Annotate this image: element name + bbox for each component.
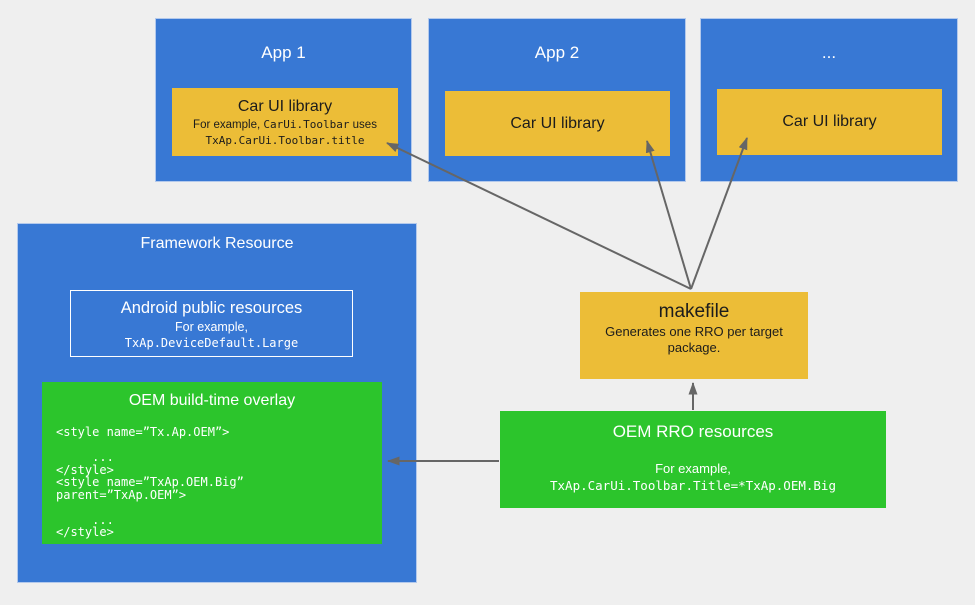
app1-example-suffix: uses: [349, 118, 377, 131]
makefile-title: makefile: [658, 301, 730, 322]
app1-carui-library-title: Car UI library: [237, 97, 333, 115]
oem-build-time-overlay-title: OEM build-time overlay: [128, 392, 296, 409]
app1-carui-library-example: For example, CarUi.Toolbar uses: [193, 117, 377, 133]
android-public-resources-example-code: TxAp.DeviceDefault.Large: [124, 336, 299, 350]
oem-rro-resources-title: OEM RRO resources: [612, 422, 774, 441]
app1-title: App 1: [261, 43, 306, 62]
oem-rro-example-code: TxAp.CarUi.Toolbar.Title=*TxAp.OEM.Big: [550, 478, 836, 493]
framework-resource-title: Framework Resource: [140, 235, 294, 252]
makefile-subtitle: Generates one RRO per target package.: [605, 324, 783, 355]
app-ellipsis-carui-library-title: Car UI library: [782, 113, 877, 130]
android-public-resources-example-label: For example,: [175, 320, 248, 334]
oem-rro-example-label: For example,: [655, 461, 731, 476]
oem-rro-resources-box: OEM RRO resources For example, TxAp.CarU…: [500, 411, 886, 508]
android-public-resources-title: Android public resources: [120, 299, 303, 317]
app-ellipsis-title: ...: [821, 43, 837, 62]
android-public-resources-box: Android public resources For example, Tx…: [70, 290, 353, 357]
app2-title: App 2: [534, 43, 580, 62]
app1-example-prefix: For example,: [193, 118, 264, 131]
oem-build-time-overlay-box: OEM build-time overlay <style name=”Tx.A…: [42, 382, 382, 544]
oem-build-time-overlay-code: <style name=”Tx.Ap.OEM”> ... </style> <s…: [56, 425, 244, 539]
app2-carui-library-title: Car UI library: [510, 114, 605, 132]
app1-example-inline-code: CarUi.Toolbar: [263, 117, 350, 131]
app-ellipsis-carui-library-box: Car UI library: [717, 89, 942, 155]
app1-carui-library-example-code: TxAp.CarUi.Toolbar.title: [205, 133, 365, 147]
app1-carui-library-box: Car UI library For example, CarUi.Toolba…: [172, 88, 398, 156]
app2-carui-library-box: Car UI library: [445, 91, 670, 156]
makefile-box: makefile Generates one RRO per target pa…: [580, 292, 808, 379]
